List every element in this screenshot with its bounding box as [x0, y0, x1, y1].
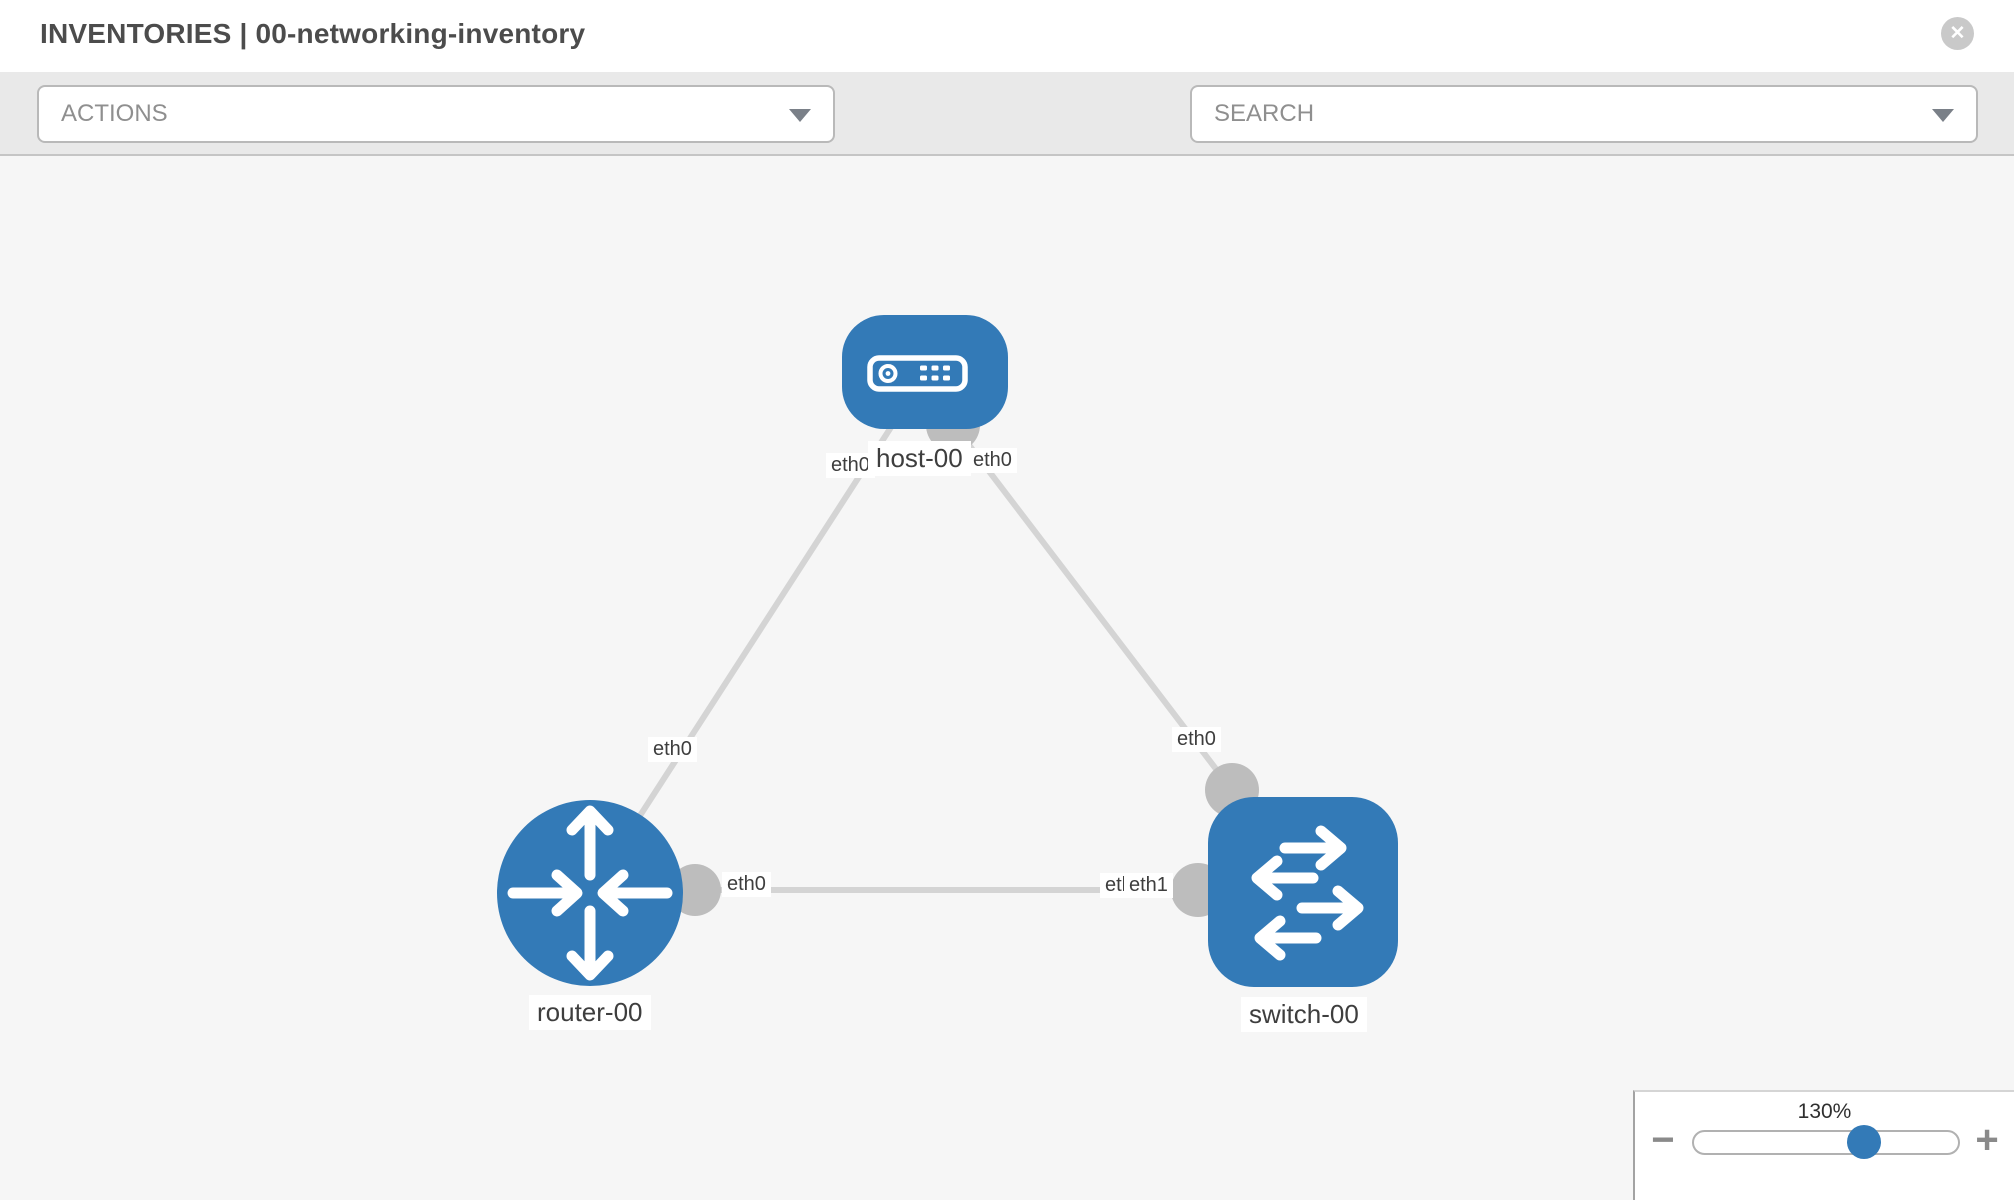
- actions-dropdown-label: ACTIONS: [61, 100, 168, 127]
- node-host[interactable]: [842, 315, 1008, 429]
- interface-label-router-right: eth0: [722, 872, 771, 897]
- zoom-out-button[interactable]: −: [1647, 1118, 1679, 1162]
- page-header: INVENTORIES | 00-networking-inventory ✕: [0, 0, 2014, 72]
- node-label-switch: switch-00: [1241, 997, 1367, 1032]
- node-switch[interactable]: [1208, 797, 1398, 987]
- switch-icon: [1251, 825, 1364, 961]
- search-dropdown-label: SEARCH: [1214, 100, 1315, 127]
- interface-label-router-upper: eth0: [648, 737, 697, 762]
- zoom-panel: 130% − +: [1633, 1090, 2014, 1200]
- page-title: INVENTORIES | 00-networking-inventory: [40, 18, 586, 49]
- node-label-router: router-00: [529, 995, 651, 1030]
- node-label-host: host-00: [868, 441, 971, 476]
- interface-label-switch-top: eth0: [1172, 727, 1221, 752]
- close-icon: ✕: [1949, 23, 1966, 44]
- zoom-level: 130%: [1797, 1100, 1852, 1123]
- topology-graph: [497, 315, 1398, 987]
- interface-label-switch-left-front: eth1: [1124, 873, 1173, 898]
- caret-down-icon: [789, 109, 811, 123]
- host-icon: [867, 355, 968, 392]
- toolbar: ACTIONS SEARCH: [0, 72, 2014, 207]
- interface-label-host-right: eth0: [968, 448, 1017, 473]
- actions-dropdown[interactable]: ACTIONS: [37, 85, 835, 143]
- router-icon: [507, 805, 673, 981]
- zoom-slider-track[interactable]: [1692, 1130, 1960, 1155]
- zoom-slider-thumb[interactable]: [1847, 1125, 1881, 1159]
- interface-label-host-left: eth0: [826, 453, 875, 478]
- close-button[interactable]: ✕: [1941, 17, 1974, 50]
- plus-icon: +: [1975, 1118, 1999, 1162]
- search-dropdown[interactable]: SEARCH: [1190, 85, 1978, 143]
- minus-icon: −: [1651, 1118, 1675, 1162]
- link-router-host[interactable]: [587, 415, 900, 896]
- node-router[interactable]: [497, 800, 683, 986]
- caret-down-icon: [1932, 109, 1954, 123]
- zoom-in-button[interactable]: +: [1971, 1118, 2003, 1162]
- topology-canvas[interactable]: eth0 eth0 eth0 eth0 eth0 eth0 eth1 host-…: [0, 156, 2014, 1200]
